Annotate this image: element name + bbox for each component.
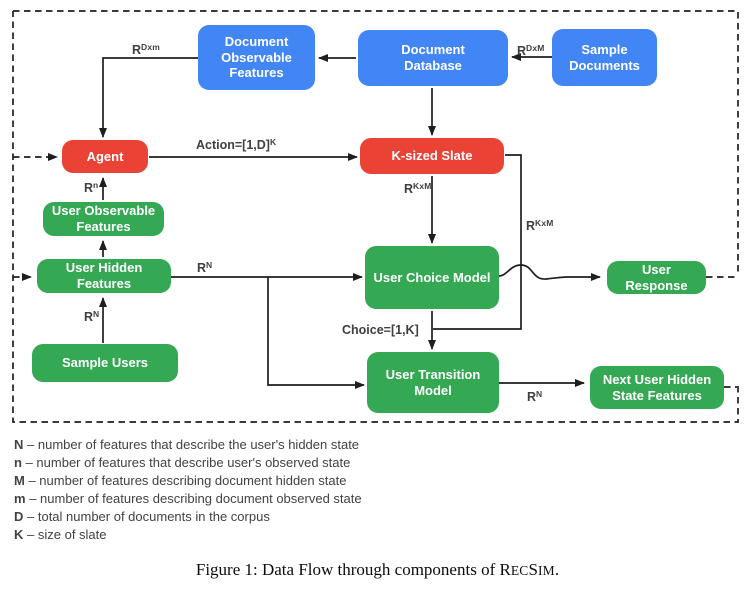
node-label: K-sized Slate [391, 148, 473, 164]
node-label: Document Database [401, 42, 465, 73]
label-base: R [526, 219, 536, 233]
arrow-doc-observable-to-agent [99, 57, 198, 138]
label-base: R [517, 44, 527, 58]
node-label: User Response [625, 261, 688, 293]
edge-label-r-n: Rn [84, 180, 98, 195]
label-sup: N [206, 260, 213, 270]
legend-item-M: M – number of features describing docume… [14, 472, 362, 490]
legend-text: – number of features that describe user'… [25, 455, 351, 470]
node-document-database: Document Database [358, 30, 508, 86]
label-sup: DxM [526, 43, 545, 53]
node-user-observable-features: User Observable Features [43, 202, 164, 236]
legend-text: – total number of documents in the corpu… [27, 509, 270, 524]
caption-brand-cap: S [528, 560, 538, 579]
node-user-response: User Response [607, 261, 706, 294]
edge-label-r-kxm-mid: RKxM [404, 181, 432, 196]
figure-caption: Figure 1: Data Flow through components o… [0, 560, 755, 580]
legend-key: m [14, 491, 26, 506]
label-base: Choice=[1,K] [342, 323, 419, 337]
node-label: Document Observable Features [221, 33, 292, 81]
node-label: Sample Documents [569, 41, 640, 73]
edge-label-r-kxm-right: RKxM [526, 218, 554, 233]
label-base: R [197, 261, 207, 275]
node-label: Agent [86, 148, 124, 164]
edge-label-r-N-hidden: RN [197, 260, 212, 275]
node-user-transition-model: User Transition Model [367, 352, 499, 413]
label-base: Action=[1,D] [196, 138, 270, 152]
legend-item-n: n – number of features that describe use… [14, 454, 362, 472]
caption-brand-cap: R [499, 560, 511, 579]
node-user-hidden-features: User Hidden Features [37, 259, 171, 293]
node-agent: Agent [62, 140, 148, 173]
node-label: User Choice Model [373, 269, 491, 285]
label-sup: K [269, 137, 277, 147]
edge-label-choice: Choice=[1,K] [342, 322, 419, 337]
node-label: User Transition Model [385, 366, 481, 398]
label-sup: KxM [413, 181, 432, 191]
node-next-user-hidden-state-features: Next User Hidden State Features [590, 366, 724, 409]
legend-item-m: m – number of features describing docume… [14, 490, 362, 508]
legend-text: – number of features describing document… [29, 491, 362, 506]
label-base: R [132, 43, 142, 57]
node-sample-documents: Sample Documents [552, 29, 657, 86]
label-base: R [527, 390, 537, 404]
legend-key: M [14, 473, 25, 488]
dashed-border [12, 10, 739, 423]
label-sup: N [536, 389, 543, 399]
legend-key: n [14, 455, 22, 470]
arrows-layer [12, 10, 739, 423]
label-base: R [84, 310, 94, 324]
node-sample-users: Sample Users [32, 344, 178, 382]
label-base: R [84, 181, 94, 195]
label-sup: Dxm [141, 42, 161, 52]
arrow-user-hidden-to-transition [267, 277, 365, 389]
label-sup: N [93, 309, 100, 319]
label-base: R [404, 182, 414, 196]
legend-key: N [14, 437, 24, 452]
node-label: User Observable Features [51, 203, 156, 234]
edge-label-r-dxm: RDxm [132, 42, 160, 57]
caption-text: Figure 1: Data Flow through components o… [195, 560, 500, 579]
edge-label-action: Action=[1,D]K [196, 137, 276, 152]
label-sup: n [93, 180, 99, 190]
node-user-choice-model: User Choice Model [365, 246, 499, 309]
node-k-sized-slate: K-sized Slate [360, 138, 504, 174]
recsim-dataflow-diagram: Document Observable Features Document Da… [12, 10, 739, 423]
legend-item-N: N – number of features that describe the… [14, 436, 362, 454]
node-label: Next User Hidden State Features [602, 371, 712, 403]
legend-item-D: D – total number of documents in the cor… [14, 508, 362, 526]
symbol-legend: N – number of features that describe the… [14, 436, 362, 544]
legend-key: K [14, 527, 24, 542]
wire-slate-to-transition [433, 154, 522, 330]
node-label: Sample Users [62, 355, 148, 371]
legend-text: – number of features that describe the u… [27, 437, 360, 452]
label-sup: KxM [535, 218, 554, 228]
edge-label-r-N-next: RN [527, 389, 542, 404]
legend-text: – number of features describing document… [28, 473, 347, 488]
legend-text: – size of slate [27, 527, 107, 542]
node-label: User Hidden Features [65, 260, 143, 291]
arrow-choice-to-response-squiggle [498, 264, 601, 281]
caption-brand-smallcaps: IM [537, 563, 555, 578]
caption-brand-smallcaps: EC [510, 563, 529, 578]
legend-item-K: K – size of slate [14, 526, 362, 544]
legend-key: D [14, 509, 24, 524]
caption-text: . [554, 560, 560, 579]
node-document-observable-features: Document Observable Features [198, 25, 315, 90]
edge-label-r-dxM: RDxM [517, 43, 545, 58]
edge-label-r-N-sample: RN [84, 309, 99, 324]
